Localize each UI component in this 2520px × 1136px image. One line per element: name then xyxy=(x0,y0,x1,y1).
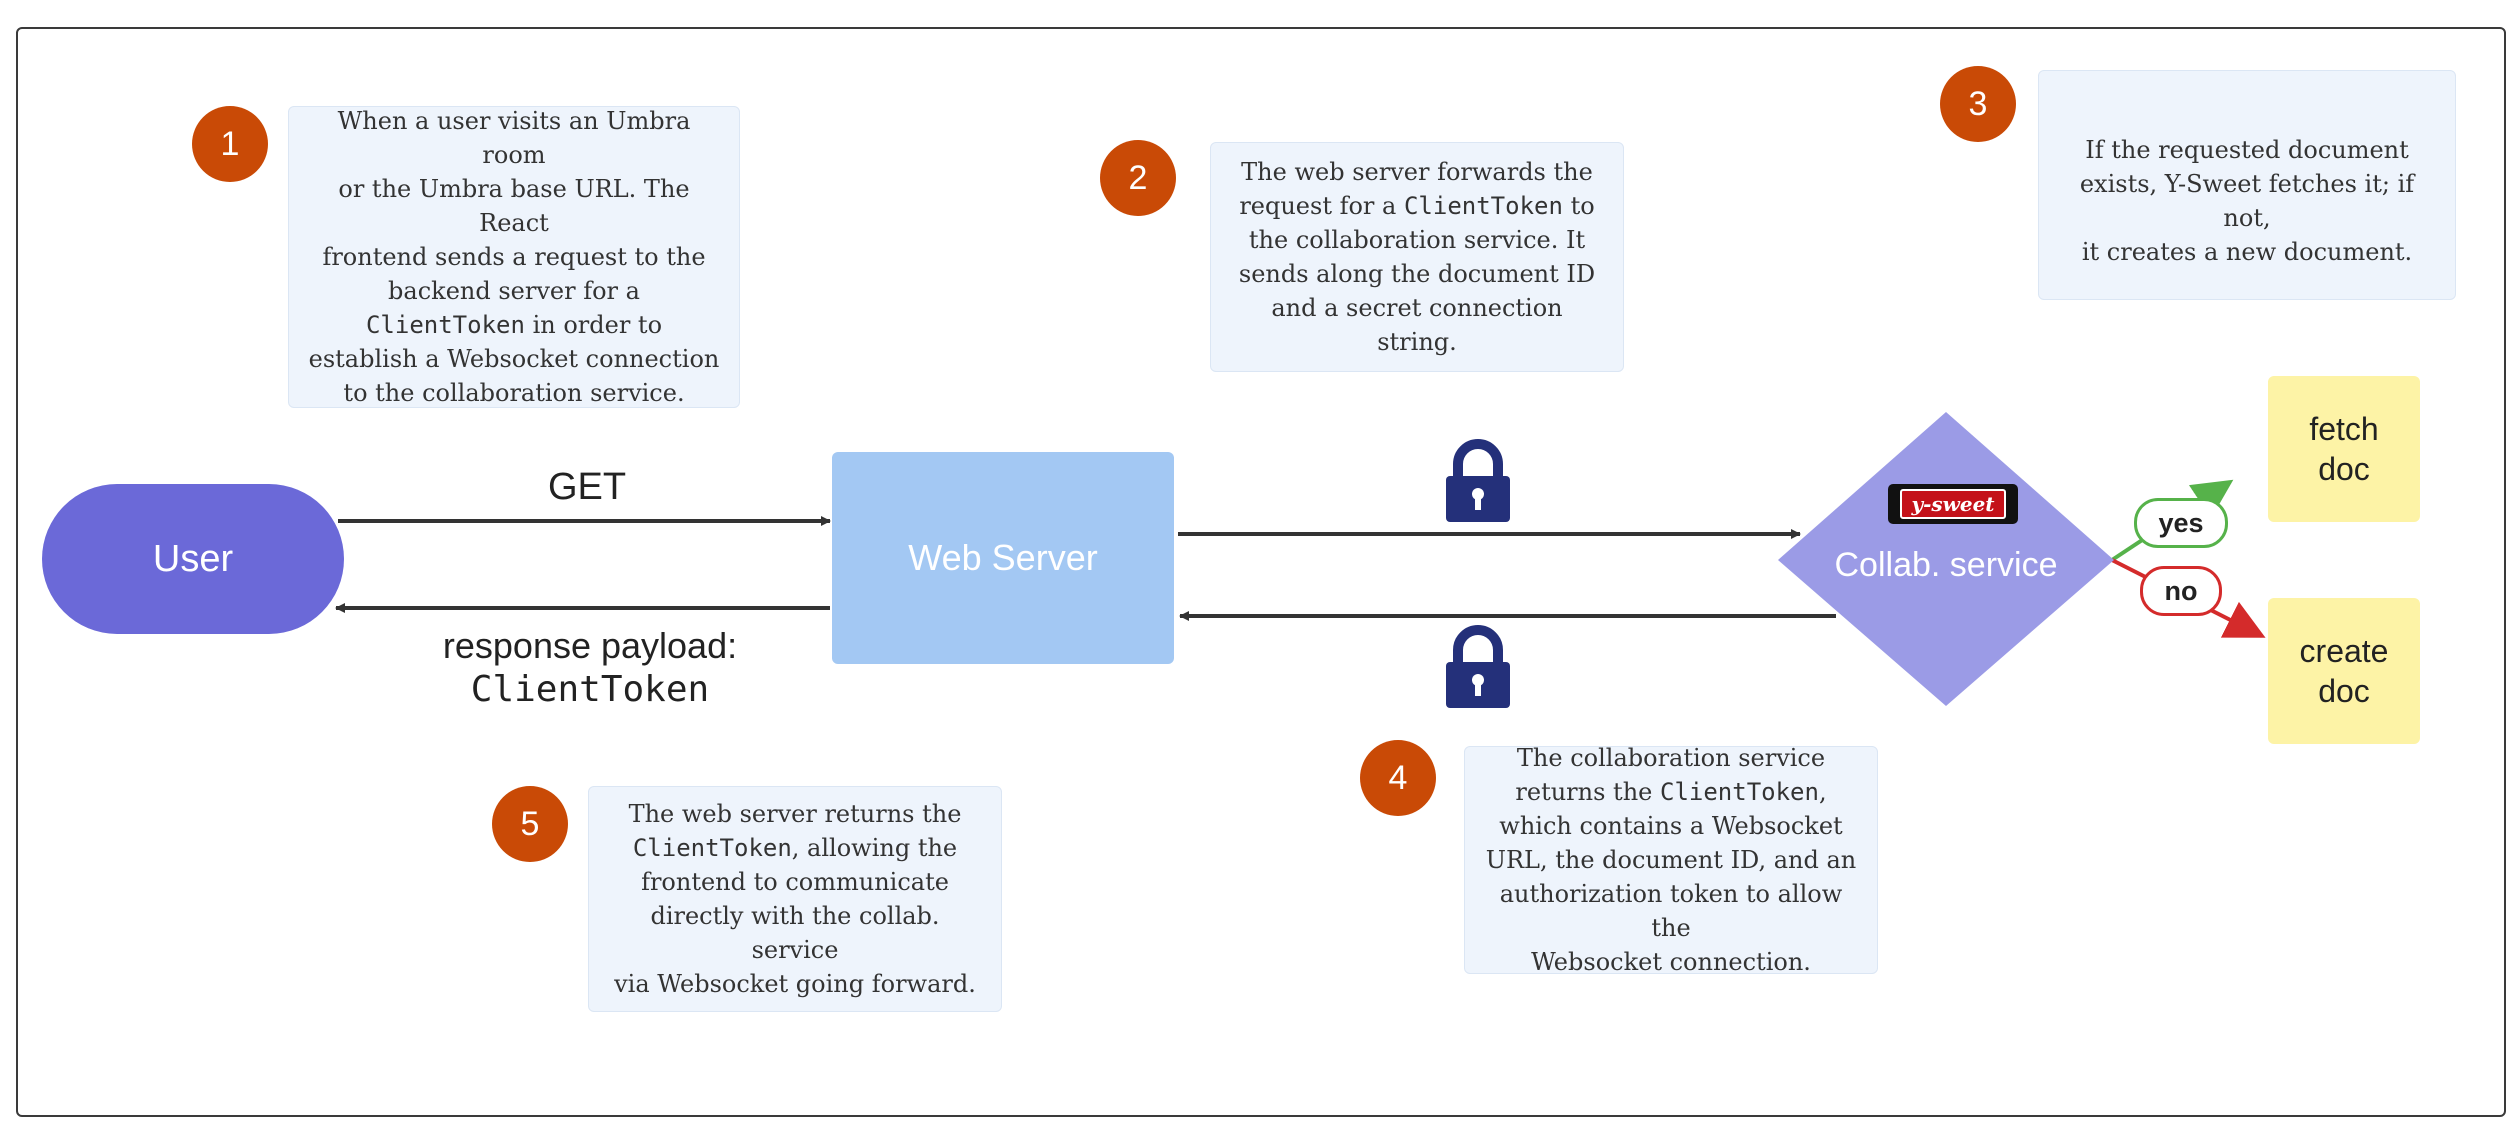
step-1-text-a: When a user visits an Umbra room or the … xyxy=(322,107,706,305)
lock-icon-upper xyxy=(1446,439,1510,522)
yes-label: yes xyxy=(2134,498,2228,548)
collab-service-node: Collab. service xyxy=(1800,540,2092,590)
step-3-text: If the requested document exists, Y-Swee… xyxy=(2079,136,2415,266)
step-1-text-b: in order to establish a Websocket connec… xyxy=(308,311,720,407)
step-4-badge: 4 xyxy=(1360,740,1436,816)
step-4-code: ClientToken xyxy=(1660,778,1819,806)
create-doc-node: create doc xyxy=(2268,598,2420,744)
y-sweet-logo: y-sweet xyxy=(1888,484,2018,524)
response-label-line2: ClientToken xyxy=(470,669,710,710)
step-3-badge: 3 xyxy=(1940,66,2016,142)
web-server-node: Web Server xyxy=(832,452,1174,664)
lock-icon-lower xyxy=(1446,625,1510,708)
fetch-doc-node-shape xyxy=(2268,376,2420,522)
y-sweet-logo-text: y-sweet xyxy=(1900,489,2006,519)
step-4-text-a: The collaboration service returns the xyxy=(1515,744,1826,806)
step-5-code: ClientToken xyxy=(632,834,792,862)
user-label: User xyxy=(152,537,234,580)
get-label: GET xyxy=(548,466,627,508)
diagram-frame xyxy=(16,27,2506,1117)
step-2-note: The web server forwards the request for … xyxy=(1210,142,1624,372)
step-5-note: The web server returns the ClientToken, … xyxy=(588,786,1002,1012)
user-node-shape xyxy=(42,484,344,634)
step-3-note: If the requested document exists, Y-Swee… xyxy=(2038,70,2456,300)
response-label: response payload: ClientToken xyxy=(390,624,790,712)
collab-service-node-shape xyxy=(1778,412,2114,706)
step-2-badge: 2 xyxy=(1100,140,1176,216)
web-server-node-shape xyxy=(832,452,1174,664)
collab-service-label: Collab. service xyxy=(1834,545,2058,584)
step-2-text-b: to the collaboration service. It sends a… xyxy=(1238,192,1596,356)
step-1-code: ClientToken xyxy=(365,311,525,339)
no-label: no xyxy=(2140,566,2222,616)
user-node: User xyxy=(42,484,344,634)
step-1-badge: 1 xyxy=(192,106,268,182)
step-1-note: When a user visits an Umbra room or the … xyxy=(288,106,740,408)
fetch-doc-node: fetch doc xyxy=(2268,376,2420,522)
step-2-code: ClientToken xyxy=(1403,192,1563,220)
step-4-note: The collaboration service returns the Cl… xyxy=(1464,744,1878,976)
create-doc-label: create doc xyxy=(2299,633,2389,709)
step-4-text-b: , which contains a Websocket URL, the do… xyxy=(1485,778,1857,976)
web-server-label: Web Server xyxy=(908,537,1098,578)
step-5-badge: 5 xyxy=(492,786,568,862)
step-2-text-a: The web server forwards the request for … xyxy=(1239,158,1593,220)
response-label-line1: response payload: xyxy=(442,625,738,666)
step-5-text-a: The web server returns the xyxy=(628,800,962,828)
create-doc-node-shape xyxy=(2268,598,2420,744)
step-5-text-b: , allowing the frontend to communicate d… xyxy=(614,834,976,998)
fetch-doc-label: fetch doc xyxy=(2309,411,2379,487)
